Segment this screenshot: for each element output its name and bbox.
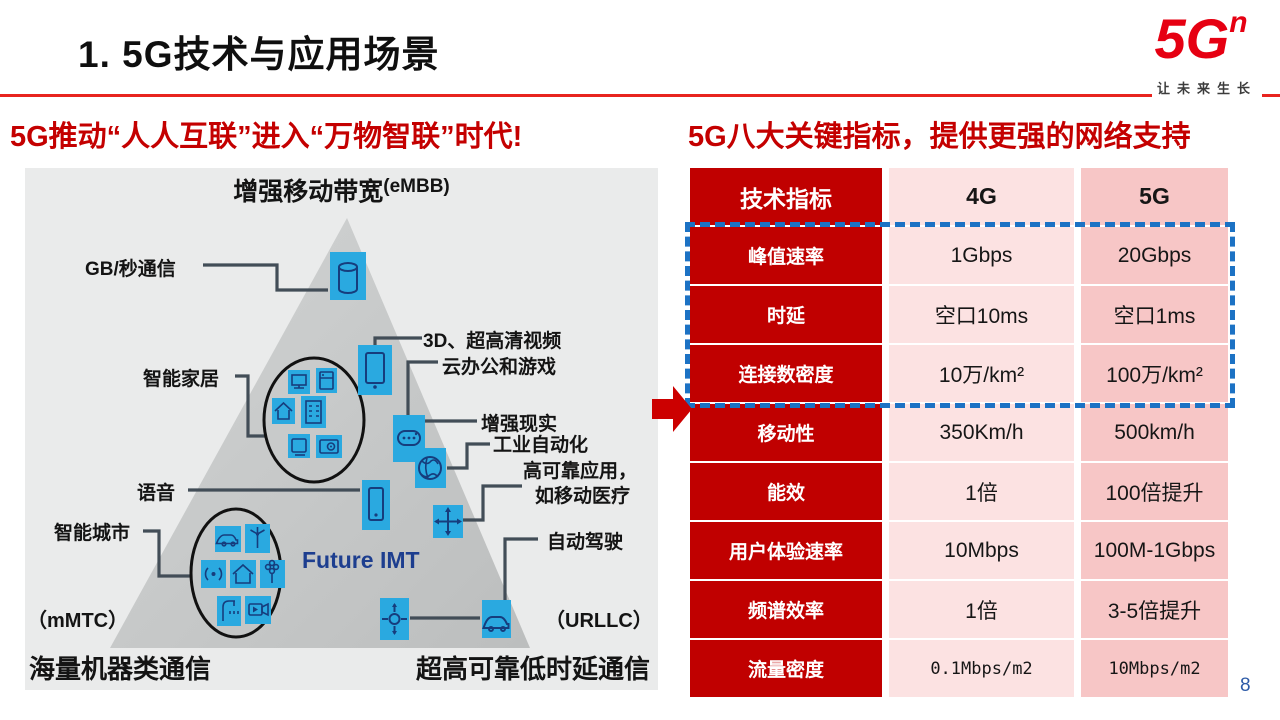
city-car-icon — [215, 526, 241, 552]
table-header-5g: 5G — [1081, 168, 1228, 225]
cross-arrows-icon — [433, 505, 463, 538]
smartphone-icon — [362, 480, 390, 530]
label-smart-home: 智能家居 — [143, 369, 220, 390]
label-urllc-title: 超高可靠低时延通信 — [416, 654, 651, 684]
tablet-icon — [358, 345, 392, 395]
label-voice: 语音 — [137, 483, 176, 504]
label-embb-title: 增强移动带宽 — [233, 178, 384, 206]
car-icon — [482, 600, 511, 638]
pyramid-shape — [110, 218, 530, 648]
building-icon — [301, 396, 326, 428]
row-peak-rate-5g: 20Gbps — [1081, 227, 1228, 284]
row-user-rate-label: 用户体验速率 — [690, 522, 882, 579]
logo-slogan: 让未来生长 — [1151, 77, 1262, 100]
row-connection-density-4g: 10万/km² — [889, 345, 1074, 402]
row-mobility-4g: 350Km/h — [889, 404, 1074, 461]
globe-icon — [415, 448, 446, 488]
logo-n-superscript: n — [1229, 6, 1248, 39]
row-peak-rate-4g: 1Gbps — [889, 227, 1074, 284]
label-embb: 增强移动带宽(eMBB) — [25, 172, 658, 208]
label-auto-driving: 自动驾驶 — [547, 532, 624, 553]
highlight-box — [685, 222, 1235, 408]
crosshair-icon — [380, 598, 409, 640]
camcorder-icon — [245, 596, 271, 624]
page-number: 8 — [1240, 675, 1251, 696]
left-section-title: 5G推动“人人互联”进入“万物智联”时代! — [10, 121, 523, 153]
city-house-icon — [230, 560, 256, 588]
row-spectrum-efficiency-label: 频谱效率 — [690, 581, 882, 638]
row-peak-rate-label: 峰值速率 — [690, 227, 882, 284]
row-latency-5g: 空口1ms — [1081, 286, 1228, 343]
highlight-arrow-icon — [652, 386, 692, 432]
header-divider — [0, 94, 1280, 97]
row-traffic-density-5g: 10Mbps/m2 — [1081, 640, 1228, 697]
row-user-rate-4g: 10Mbps — [889, 522, 1074, 579]
label-gb-per-sec: GB/秒通信 — [85, 259, 176, 280]
row-mobility-label: 移动性 — [690, 404, 882, 461]
label-industrial-automation: 工业自动化 — [493, 435, 589, 456]
row-energy-efficiency-label: 能效 — [690, 463, 882, 520]
connector-lines — [143, 263, 538, 620]
page-title: 1. 5G技术与应用场景 — [78, 34, 440, 75]
tv-icon — [288, 434, 310, 458]
logo-5g-text: 5G — [1154, 7, 1230, 70]
wind-turbine-icon — [245, 524, 270, 553]
traffic-light-icon — [260, 559, 285, 588]
row-traffic-density-label: 流量密度 — [690, 640, 882, 697]
label-high-reliability: 高可靠应用， 如移动医疗 — [523, 459, 637, 509]
row-connection-density-label: 连接数密度 — [690, 345, 882, 402]
table-header-4g: 4G — [889, 168, 1074, 225]
label-high-reliability-line2: 如移动医疗 — [535, 486, 631, 507]
label-cloud-office: 云办公和游戏 — [442, 357, 557, 378]
monitor-icon — [288, 370, 310, 394]
label-uhd-video: 3D、超高清视频 — [423, 331, 562, 352]
row-mobility-5g: 500km/h — [1081, 404, 1228, 461]
label-embb-tag: (eMBB) — [383, 176, 450, 197]
row-latency-4g: 空口10ms — [889, 286, 1074, 343]
diagram-canvas — [110, 218, 538, 648]
label-mmtc: （mMTC） — [27, 610, 129, 632]
label-urllc: （URLLC） — [545, 610, 653, 632]
table-header-metric: 技术指标 — [690, 168, 882, 225]
shower-icon — [217, 596, 241, 626]
fridge-icon — [316, 368, 337, 393]
label-future-imt: Future IMT — [302, 547, 420, 573]
row-connection-density-5g: 100万/km² — [1081, 345, 1228, 402]
row-energy-efficiency-4g: 1倍 — [889, 463, 1074, 520]
smart-home-cluster — [262, 356, 366, 484]
house-icon — [272, 398, 295, 424]
kpi-table: 技术指标 4G 5G 峰值速率 1Gbps 20Gbps 时延 空口10ms 空… — [690, 168, 1228, 697]
camera-icon — [316, 435, 342, 458]
label-augmented-reality: 增强现实 — [481, 414, 558, 435]
right-section-title: 5G八大关键指标，提供更强的网络支持 — [688, 121, 1191, 153]
scenario-diagram: 增强移动带宽(eMBB) GB/秒通信 3D、超高清视频 云办公和游戏 智能家居… — [25, 168, 658, 690]
row-energy-efficiency-5g: 100倍提升 — [1081, 463, 1228, 520]
row-spectrum-efficiency-4g: 1倍 — [889, 581, 1074, 638]
label-smart-city: 智能城市 — [54, 523, 131, 544]
brand-logo: 5Gn — [1136, 4, 1266, 74]
row-spectrum-efficiency-5g: 3-5倍提升 — [1081, 581, 1228, 638]
row-user-rate-5g: 100M-1Gbps — [1081, 522, 1228, 579]
label-high-reliability-line1: 高可靠应用， — [523, 461, 638, 482]
label-mmtc-title: 海量机器类通信 — [29, 654, 212, 684]
radio-signal-icon — [201, 560, 226, 588]
row-latency-label: 时延 — [690, 286, 882, 343]
row-traffic-density-4g: 0.1Mbps/m2 — [889, 640, 1074, 697]
storage-icon — [330, 252, 366, 300]
